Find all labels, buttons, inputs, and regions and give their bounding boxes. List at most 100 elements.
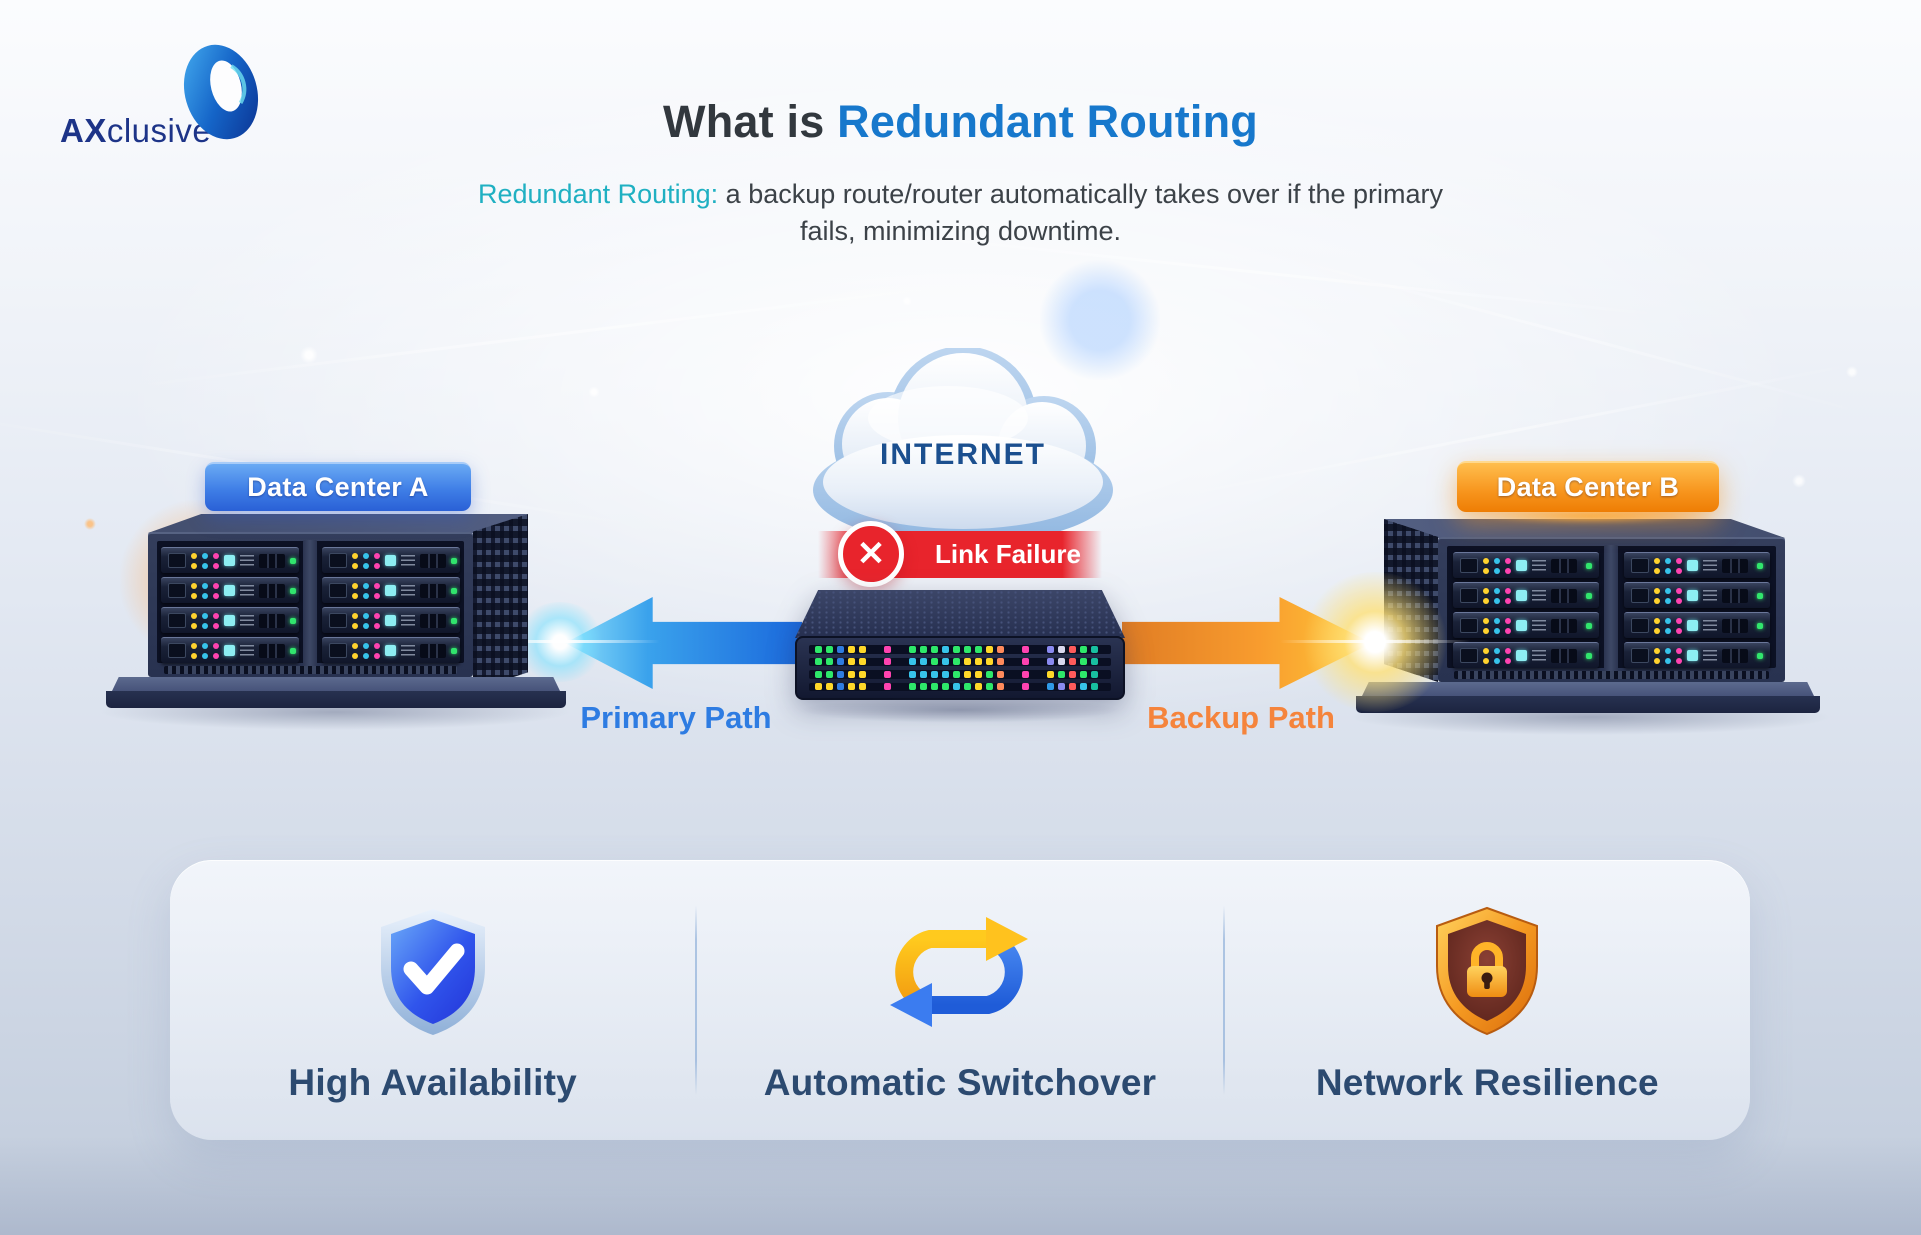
server-handle	[1460, 558, 1478, 573]
router-led	[859, 645, 866, 653]
router-led	[826, 670, 833, 678]
server-led	[374, 642, 380, 649]
router-led-row	[809, 682, 1111, 691]
router-led	[1080, 658, 1087, 666]
server-led	[374, 552, 380, 559]
page-subtitle: Redundant Routing: a backup route/router…	[461, 176, 1461, 250]
server-led	[1505, 557, 1511, 564]
rack-column	[161, 547, 299, 663]
server-display	[1516, 560, 1527, 571]
router-led	[1069, 658, 1076, 666]
server-led	[1665, 617, 1671, 624]
router-led	[920, 658, 927, 666]
server-led-pair	[202, 642, 208, 659]
server-led	[1665, 587, 1671, 594]
server-ports	[420, 643, 446, 658]
server-unit	[1453, 612, 1599, 638]
router-led	[837, 683, 844, 691]
server-led-pair	[1483, 557, 1489, 574]
router-led	[826, 658, 833, 666]
brand-name: AXclusive	[60, 112, 211, 150]
router-led	[997, 658, 1004, 666]
server-handle	[329, 613, 347, 628]
router-led	[859, 658, 866, 666]
panel-divider	[1222, 905, 1225, 1095]
page-title: What is Redundant Routing	[0, 96, 1921, 148]
server-unit	[1453, 642, 1599, 668]
server-handle	[1460, 588, 1478, 603]
server-led	[1494, 657, 1500, 664]
server-led-pair	[363, 552, 369, 569]
router-led	[942, 670, 949, 678]
server-label-lines	[240, 554, 254, 567]
router-led	[975, 670, 982, 678]
router-led	[986, 683, 993, 691]
rack-divider	[303, 540, 317, 669]
server-status-led	[1757, 652, 1763, 659]
router-led	[997, 645, 1004, 653]
server-led	[191, 562, 197, 569]
datacenter-b-badge: Data Center B	[1457, 461, 1719, 512]
server-led	[1483, 567, 1489, 574]
server-display	[385, 585, 396, 596]
router-led	[884, 683, 891, 691]
server-led	[1654, 597, 1660, 604]
rack-column	[1624, 552, 1770, 668]
router-led-gap	[895, 658, 905, 665]
router-led	[964, 683, 971, 691]
server-led	[1494, 567, 1500, 574]
router-led-gap	[870, 658, 880, 665]
datacenter-a-top-face	[148, 514, 528, 533]
server-led	[191, 582, 197, 589]
server-led	[374, 592, 380, 599]
server-ports	[259, 583, 285, 598]
router-led	[975, 658, 982, 666]
router-led	[884, 645, 891, 653]
server-led-pair	[1654, 557, 1660, 574]
server-led	[213, 612, 219, 619]
server-label-lines	[401, 554, 415, 567]
server-led-pair	[1676, 647, 1682, 664]
server-ports	[420, 613, 446, 628]
router-led-gap	[870, 683, 880, 690]
router-led-row	[809, 657, 1111, 666]
server-led	[191, 552, 197, 559]
server-led	[363, 592, 369, 599]
backup-path-label: Backup Path	[1147, 700, 1335, 735]
server-led	[202, 592, 208, 599]
bottom-vignette	[0, 1135, 1921, 1235]
router-led	[909, 683, 916, 691]
server-handle	[1631, 648, 1649, 663]
server-ports	[420, 583, 446, 598]
server-led	[213, 552, 219, 559]
server-led	[213, 652, 219, 659]
server-led	[213, 582, 219, 589]
server-led	[1494, 617, 1500, 624]
rack-grille	[164, 666, 457, 674]
server-handle	[1631, 618, 1649, 633]
orange-arrow-streak	[1280, 640, 1470, 643]
server-led	[202, 642, 208, 649]
server-led-pair	[1665, 617, 1671, 634]
server-unit	[322, 547, 460, 573]
server-led	[1654, 627, 1660, 634]
router-led	[942, 683, 949, 691]
server-led	[1676, 567, 1682, 574]
router-led	[964, 645, 971, 653]
server-label-lines	[1703, 649, 1717, 662]
server-unit	[1624, 642, 1770, 668]
router-front-face	[795, 636, 1125, 700]
brand-name-rest: clusive	[106, 112, 212, 149]
link-failure-label: Link Failure	[935, 539, 1081, 569]
server-led	[363, 642, 369, 649]
server-led	[1654, 617, 1660, 624]
server-status-led	[1757, 622, 1763, 629]
server-status-led	[290, 587, 296, 594]
server-led-pair	[1654, 617, 1660, 634]
server-led-pair	[374, 642, 380, 659]
router-led	[1058, 670, 1065, 678]
datacenter-b-base	[1362, 682, 1814, 696]
server-display	[1516, 650, 1527, 661]
server-label-lines	[240, 614, 254, 627]
